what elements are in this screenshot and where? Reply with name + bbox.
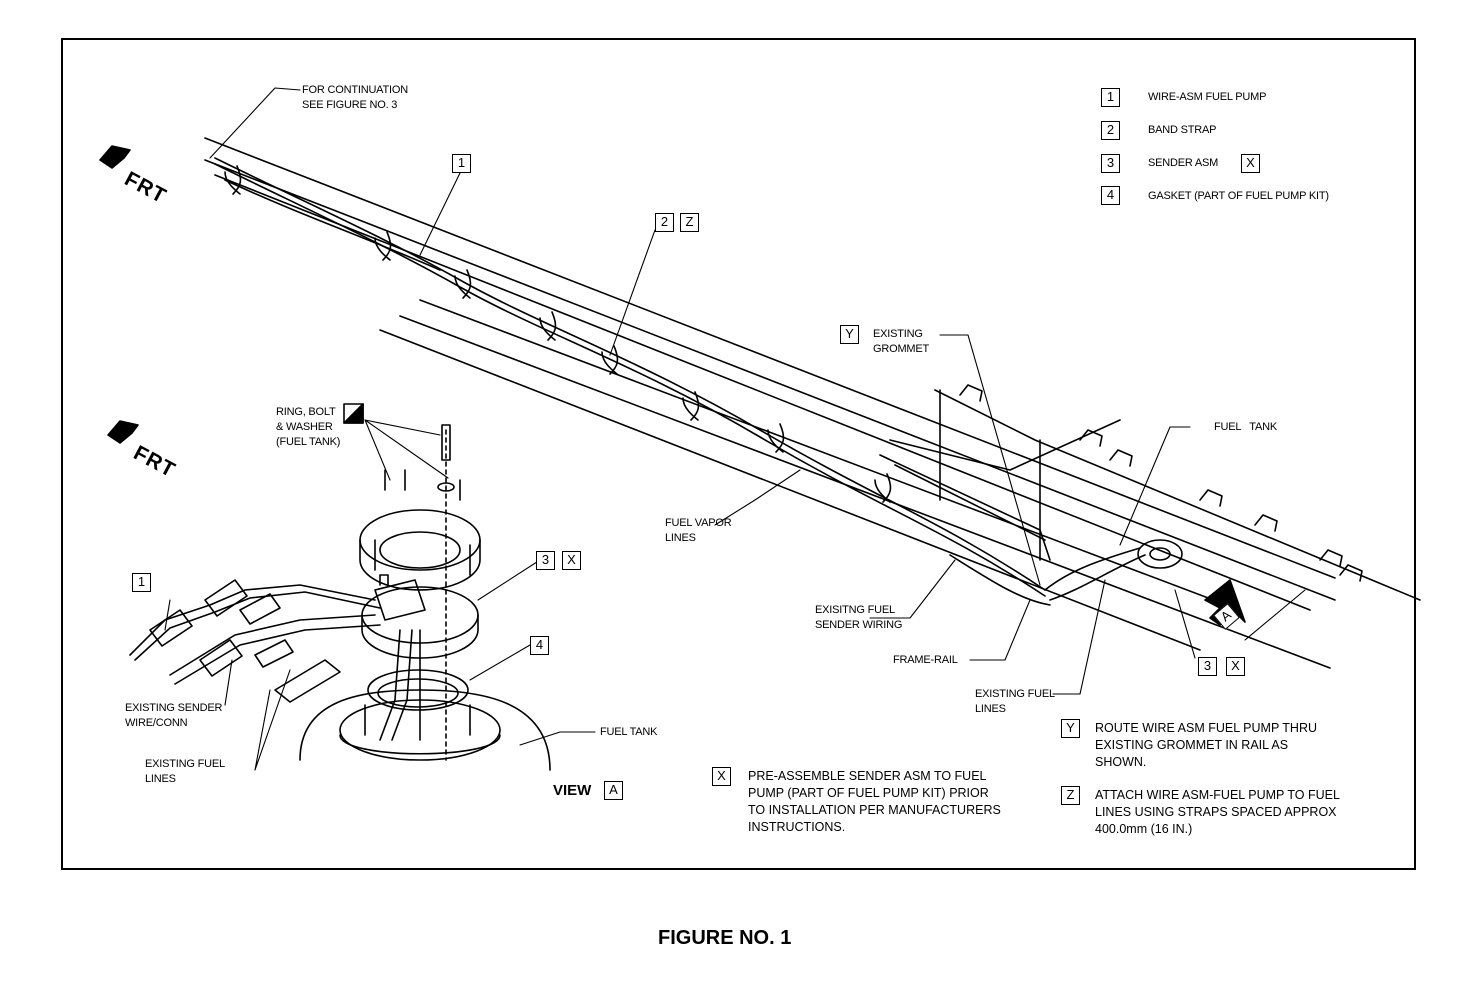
frt-arrow-left-icon <box>107 420 139 444</box>
ring-bolt-washer-label: RING, BOLT& WASHER(FUEL TANK) <box>276 406 341 448</box>
legend-num-4: 4 <box>1101 186 1120 205</box>
figure-caption: FIGURE NO. 1 <box>658 927 792 949</box>
leader-lines <box>164 87 1306 771</box>
legend-text-3: SENDER ASM <box>1148 157 1219 169</box>
diagram-frame <box>61 38 1416 870</box>
marker-y: Y <box>840 325 859 344</box>
note-z-tag: Z <box>1061 786 1080 805</box>
marker-3-view: 3 <box>536 551 555 570</box>
marker-1-top: 1 <box>452 154 471 173</box>
legend-num-2: 2 <box>1101 121 1120 140</box>
frt-arrow-top-icon <box>99 145 131 169</box>
note-y-tag: Y <box>1061 719 1080 738</box>
note-x-tag: X <box>712 767 731 786</box>
marker-x-right: X <box>1226 657 1245 676</box>
legend-num-3: 3 <box>1101 154 1120 173</box>
legend-text-2: BAND STRAP <box>1148 124 1217 136</box>
marker-4: 4 <box>530 636 549 655</box>
legend-text-4: GASKET (PART OF FUEL PUMP KIT) <box>1148 190 1329 202</box>
sender-ring-right <box>1137 539 1183 569</box>
fuel-tank-label: FUEL TANK <box>1214 421 1277 433</box>
marker-1-left: 1 <box>132 573 151 592</box>
marker-2: 2 <box>655 213 674 232</box>
marker-z: Z <box>680 213 699 232</box>
fuel-tank-outline <box>879 384 1421 601</box>
legend-num-1: 1 <box>1101 88 1120 107</box>
fuel-tank-view-label: FUEL TANK <box>600 726 658 738</box>
view-a-box: A <box>604 781 623 800</box>
marker-3-right: 3 <box>1198 657 1217 676</box>
wire-clips <box>224 165 892 503</box>
frame-rail-label: FRAME-RAIL <box>893 654 958 666</box>
legend-text-1: WIRE-ASM FUEL PUMP <box>1148 91 1267 103</box>
connectors-left <box>129 574 426 703</box>
ring-bolt-symbol-icon <box>343 403 364 424</box>
marker-x-view: X <box>562 551 581 570</box>
frame-rail-drawing <box>204 137 1336 669</box>
view-a-assembly <box>299 424 551 771</box>
view-a-label: VIEW <box>553 782 592 799</box>
legend-tag-x: X <box>1241 154 1260 173</box>
